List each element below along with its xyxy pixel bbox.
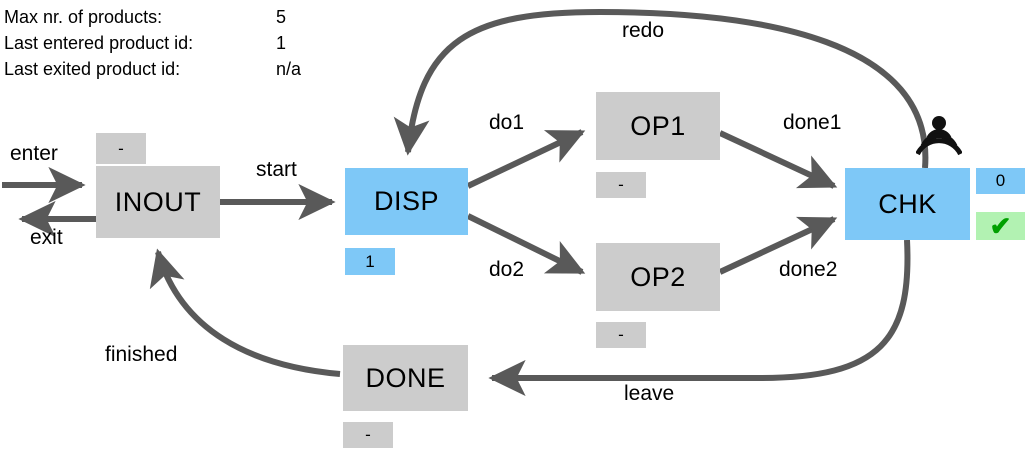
edge-label-enter: enter — [10, 142, 58, 165]
node-done-badge: - — [343, 422, 393, 448]
edge-label-finished: finished — [105, 343, 178, 366]
node-op1-badge: - — [596, 172, 646, 198]
edge-finished — [149, 248, 341, 377]
info-value: 1 — [276, 33, 287, 53]
info-label: Last entered product id: — [4, 33, 194, 53]
edge-label-done2: done2 — [779, 258, 838, 281]
status-info-block: Max nr. of products: 5 Last entered prod… — [4, 4, 344, 82]
info-row-last-exited: Last exited product id: n/a — [4, 56, 344, 82]
info-row-max-products: Max nr. of products: 5 — [4, 4, 344, 30]
info-value: 5 — [276, 7, 287, 27]
edge-label-done1: done1 — [783, 111, 842, 134]
edge-done2 — [718, 216, 838, 275]
node-label: OP2 — [630, 261, 686, 292]
edge-label-start: start — [256, 158, 297, 181]
node-label: DISP — [373, 186, 440, 216]
badge-value: - — [618, 325, 624, 344]
node-chk[interactable]: CHK — [845, 168, 970, 240]
node-op2-badge: - — [596, 322, 646, 348]
node-done[interactable]: DONE — [343, 345, 468, 411]
node-op1[interactable]: OP1 — [596, 92, 720, 160]
node-chk-badge: 0 — [976, 168, 1025, 194]
badge-value: - — [118, 138, 124, 158]
edge-do1 — [466, 129, 586, 189]
edge-redo — [393, 8, 929, 169]
badge-value: 1 — [365, 251, 375, 271]
info-row-last-entered: Last entered product id: 1 — [4, 30, 344, 56]
node-label: DONE — [365, 362, 446, 393]
node-disp[interactable]: DISP — [345, 168, 468, 235]
edge-label-exit: exit — [30, 226, 63, 249]
info-value: n/a — [276, 59, 302, 79]
info-label: Last exited product id: — [4, 59, 181, 79]
badge-value: - — [618, 175, 624, 194]
node-label: CHK — [878, 188, 937, 219]
node-op2[interactable]: OP2 — [596, 243, 720, 311]
edge-do2 — [466, 213, 586, 275]
node-label: INOUT — [114, 186, 202, 217]
edge-label-do2: do2 — [489, 258, 525, 281]
node-label: OP1 — [630, 110, 686, 141]
check-mark-icon: ✔ — [989, 211, 1012, 241]
edge-done1 — [718, 130, 838, 189]
edge-label-redo: redo — [622, 19, 665, 42]
broadcast-signal-icon — [916, 116, 962, 156]
badge-value: 0 — [995, 171, 1006, 190]
info-label: Max nr. of products: — [4, 7, 163, 27]
edge-label-do1: do1 — [489, 111, 525, 134]
node-inout[interactable]: INOUT — [96, 166, 220, 238]
edge-leave — [488, 239, 911, 396]
node-disp-badge: 1 — [345, 248, 395, 275]
node-chk-status-badge: ✔ — [976, 212, 1025, 240]
node-inout-badge: - — [96, 133, 146, 164]
edge-label-leave: leave — [624, 382, 675, 405]
badge-value: - — [365, 425, 371, 444]
